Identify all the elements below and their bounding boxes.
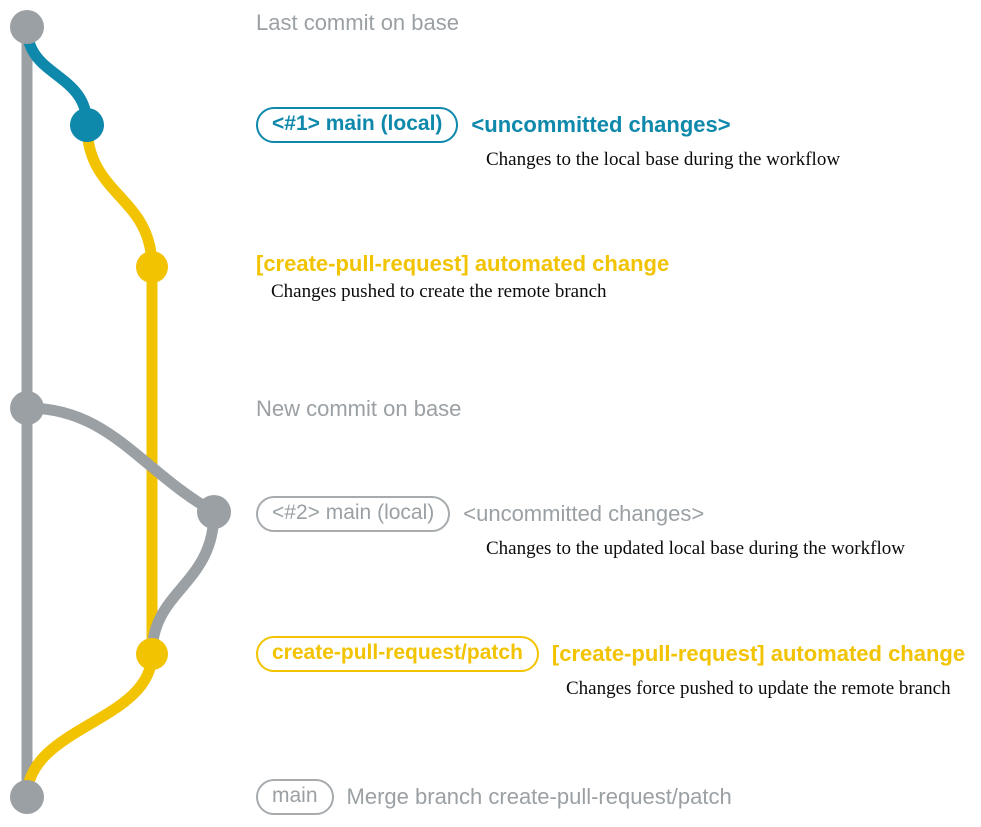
commit-note: Changes to the local base during the wor… <box>486 149 841 171</box>
row-automated-change-2: create-pull-request/patch [create-pull-r… <box>256 636 965 700</box>
branch-pill-local-1[interactable]: <#1> main (local) <box>256 107 459 144</box>
row-merge: main Merge branch create-pull-request/pa… <box>256 779 732 816</box>
commit-subject: <uncommitted changes> <box>471 112 731 138</box>
branch-pill-main[interactable]: main <box>256 779 334 816</box>
commit-subject: New commit on base <box>256 396 462 421</box>
node-remote-commit-1 <box>136 251 168 283</box>
branch-pill-local-2[interactable]: <#2> main (local) <box>256 496 451 533</box>
row-head: main Merge branch create-pull-request/pa… <box>256 779 732 816</box>
node-local-commit-2 <box>197 495 231 529</box>
commit-subject: Merge branch create-pull-request/patch <box>346 784 732 810</box>
edge-local-2-to-remote-2 <box>146 506 220 660</box>
node-base-new-commit <box>10 391 44 425</box>
edge-base-to-local-2 <box>21 402 220 518</box>
row-head: [create-pull-request] automated change <box>256 252 669 275</box>
edge-base-to-local-1 <box>21 21 93 131</box>
row-automated-change-1: [create-pull-request] automated change C… <box>256 252 669 303</box>
commit-subject: [create-pull-request] automated change <box>551 641 966 667</box>
row-head: <#1> main (local) <uncommitted changes> <box>256 107 840 144</box>
row-head: create-pull-request/patch [create-pull-r… <box>256 636 966 673</box>
edge-local-1-to-remote-1 <box>81 119 158 273</box>
branch-pill-create-pull-request-patch[interactable]: create-pull-request/patch <box>256 636 539 673</box>
commit-subject: Last commit on base <box>256 10 459 35</box>
node-base-head <box>10 10 44 44</box>
edge-remote-2-to-merge <box>21 648 158 803</box>
commit-note: Changes force pushed to update the remot… <box>566 678 951 700</box>
row-head: Last commit on base <box>256 11 459 34</box>
row-new-commit-on-base: New commit on base <box>256 397 461 420</box>
node-local-commit-1 <box>70 108 104 142</box>
row-head: <#2> main (local) <uncommitted changes> <box>256 496 905 533</box>
commit-subject: <uncommitted changes> <box>463 501 705 527</box>
node-remote-commit-2 <box>136 638 168 670</box>
commit-note: Changes pushed to create the remote bran… <box>271 281 607 303</box>
row-local-2: <#2> main (local) <uncommitted changes> … <box>256 496 905 560</box>
node-merge-commit <box>10 780 44 814</box>
row-local-1: <#1> main (local) <uncommitted changes> … <box>256 107 840 171</box>
commit-subject: [create-pull-request] automated change <box>256 251 670 276</box>
row-last-commit-on-base: Last commit on base <box>256 11 459 34</box>
commit-note: Changes to the updated local base during… <box>486 538 905 560</box>
row-head: New commit on base <box>256 397 461 420</box>
